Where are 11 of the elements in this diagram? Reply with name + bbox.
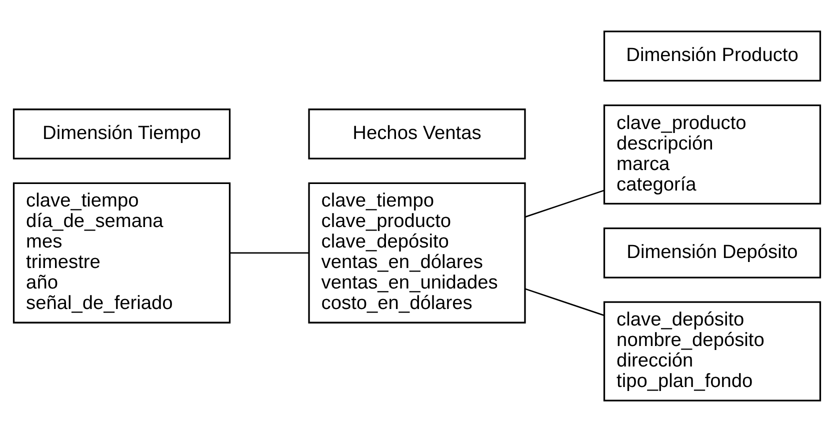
node-box: Dimensión Producto <box>603 30 822 82</box>
node-box: clave_tiempo clave_producto clave_depósito ventas_en_dólares ventas_en_unidades costo_en_dólares <box>308 182 526 324</box>
connector <box>525 190 604 218</box>
node-box: Dimensión Depósito <box>603 227 822 278</box>
node-box: Hechos Ventas <box>308 108 526 160</box>
connector <box>230 252 309 254</box>
node-box: Dimensión Tiempo <box>12 108 231 160</box>
connector <box>525 288 604 316</box>
node-box: clave_tiempo día_de_semana mes trimestre año señal_de_feriado <box>12 182 231 324</box>
node-box: clave_producto descripción marca categoría <box>603 104 822 205</box>
node-box: clave_depósito nombre_depósito dirección tipo_plan_fondo <box>603 301 822 402</box>
